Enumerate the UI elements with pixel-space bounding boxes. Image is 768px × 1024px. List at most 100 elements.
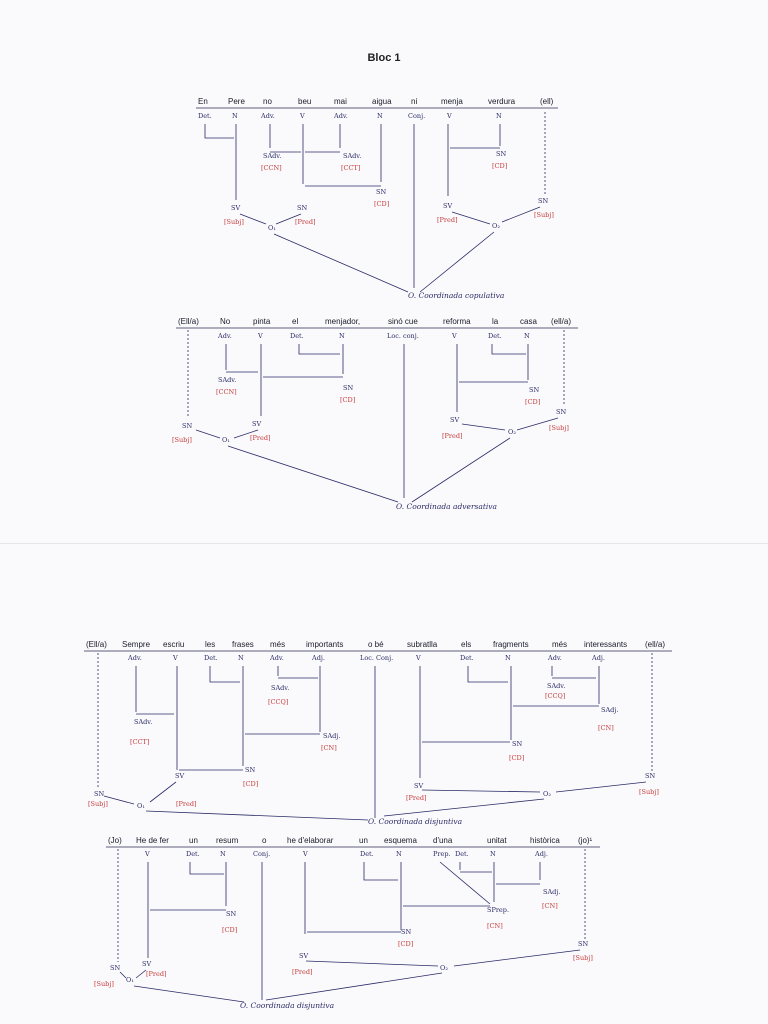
clause-node: O₂ <box>508 428 516 436</box>
function: [CCN] <box>261 164 282 172</box>
word: un <box>359 836 368 845</box>
node: SAdv. <box>547 682 565 690</box>
function: [Pred] <box>250 434 271 442</box>
word: històrica <box>530 836 560 845</box>
node: SAdv. <box>271 684 289 692</box>
word: verdura <box>488 97 516 106</box>
function: [Subj] <box>172 436 192 444</box>
category: N <box>396 850 402 858</box>
category: V <box>299 112 305 120</box>
category: Det. <box>360 850 374 858</box>
node: SN <box>245 766 255 774</box>
word: menjador, <box>325 317 360 326</box>
category: Prep. <box>433 850 451 858</box>
category: Loc. conj. <box>387 332 419 340</box>
clause-node: O₁ <box>137 802 145 810</box>
function: [Pred] <box>295 218 316 226</box>
category: Det. <box>455 850 469 858</box>
clause-node: O₂ <box>543 790 551 798</box>
word: o <box>262 836 267 845</box>
clause-node: O₁ <box>126 976 134 984</box>
word: fragments <box>493 640 529 649</box>
node: SN <box>376 188 386 196</box>
word: (ell/a) <box>645 640 665 649</box>
word: més <box>270 640 285 649</box>
category: V <box>172 654 178 662</box>
category: Adj. <box>534 850 548 858</box>
word: no <box>263 97 272 106</box>
word: (jo)¹ <box>578 836 593 845</box>
function: [CD] <box>525 398 540 406</box>
function: [CCT] <box>341 164 360 172</box>
clause-type: O. Coordinada disjuntiva <box>368 817 462 826</box>
node: SAdj. <box>543 888 560 896</box>
word: més <box>552 640 567 649</box>
node: SN <box>512 740 522 748</box>
node: SN <box>529 386 539 394</box>
function: [Subj] <box>549 424 569 432</box>
category: Conj. <box>253 850 270 858</box>
category: Loc. Conj. <box>360 654 393 662</box>
word: els <box>461 640 471 649</box>
word: pinta <box>253 317 271 326</box>
function: [Pred] <box>437 216 458 224</box>
function: [CN] <box>321 744 337 752</box>
word: subratlla <box>407 640 438 649</box>
word: d'una <box>433 836 453 845</box>
node: SN <box>343 384 353 392</box>
category: Adv. <box>217 332 232 340</box>
category: N <box>490 850 496 858</box>
category: V <box>451 332 457 340</box>
word: He de fer <box>136 836 169 845</box>
category: V <box>446 112 452 120</box>
category: Adv. <box>269 654 284 662</box>
word: he d'elaborar <box>287 836 334 845</box>
node: SN <box>496 150 506 158</box>
node: SAdv. <box>218 376 236 384</box>
node: SN <box>94 790 104 798</box>
function: [Subj] <box>88 800 108 808</box>
node: SAdv. <box>263 152 281 160</box>
word: Sempre <box>122 640 151 649</box>
clause-node: O₂ <box>492 222 500 230</box>
category: N <box>238 654 244 662</box>
sentence-2-tree: (Ell/a) No pinta el menjador, sinó cue r… <box>172 317 578 511</box>
function: [CCT] <box>130 738 149 746</box>
word: unitat <box>487 836 507 845</box>
page-title: Bloc 1 <box>367 52 401 64</box>
category: N <box>496 112 502 120</box>
function: [Pred] <box>292 968 313 976</box>
function: [CD] <box>222 926 237 934</box>
category: Det. <box>290 332 304 340</box>
function: [CD] <box>243 780 258 788</box>
function: [Subj] <box>573 954 593 962</box>
clause-node: O₁ <box>268 224 276 232</box>
node: SN <box>645 772 655 780</box>
node: SV <box>175 772 184 780</box>
node: SV <box>231 204 240 212</box>
category: Adv. <box>333 112 348 120</box>
word: menja <box>441 97 463 106</box>
node: SN <box>578 940 588 948</box>
node: SN <box>297 204 307 212</box>
word: Pere <box>228 97 245 106</box>
function: [CD] <box>374 200 389 208</box>
clause-node: O₁ <box>222 436 230 444</box>
node: SAdj. <box>601 706 618 714</box>
category: V <box>415 654 421 662</box>
word: frases <box>232 640 254 649</box>
clause-type: O. Coordinada adversativa <box>396 502 497 511</box>
node: SAdj. <box>323 732 340 740</box>
function: [Subj] <box>639 788 659 796</box>
function: [CN] <box>598 724 614 732</box>
category: Det. <box>198 112 212 120</box>
category: N <box>220 850 226 858</box>
node: SAdv. <box>343 152 361 160</box>
word: la <box>492 317 499 326</box>
clause-type: O. Coordinada disjuntiva <box>240 1001 334 1010</box>
category: N <box>524 332 530 340</box>
function: [CN] <box>542 902 558 910</box>
word: reforma <box>443 317 471 326</box>
word: (Ell/a) <box>178 317 199 326</box>
node: SV <box>443 202 452 210</box>
